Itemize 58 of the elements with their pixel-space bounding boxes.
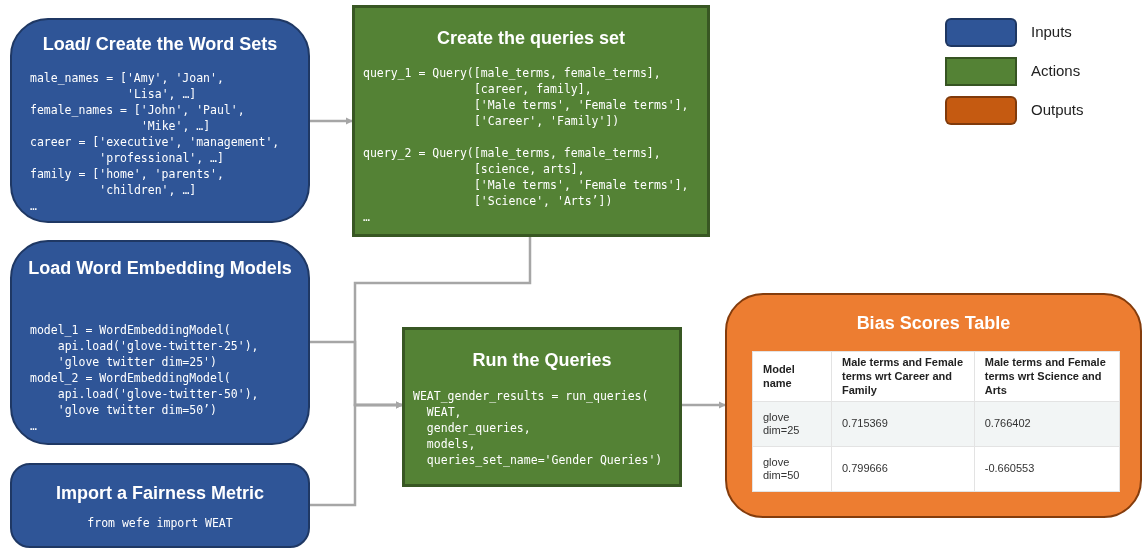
- table-cell: 0.766402: [974, 401, 1120, 447]
- table-cell: 0.799666: [831, 446, 975, 492]
- code-line: model_1 = WordEmbeddingModel(: [30, 322, 231, 338]
- box-title: Bias Scores Table: [855, 312, 1012, 335]
- code-line: family = ['home', 'parents',: [30, 166, 224, 182]
- code-line: query_1 = Query([male_terms, female_terms],: [363, 65, 661, 81]
- code-line: 'Mike', …]: [140, 118, 211, 134]
- code-line: ['Male terms', 'Female terms'],: [473, 177, 689, 193]
- code-line: from wefe import WEAT: [86, 515, 234, 531]
- code-line: …: [30, 418, 37, 434]
- arrow: [310, 401, 403, 507]
- arrow: [682, 401, 726, 409]
- code-line: 'children', …]: [99, 182, 197, 198]
- code-line: query_2 = Query([male_terms, female_terms],: [363, 145, 661, 161]
- action-box: [402, 327, 682, 487]
- code-line: api.load('glove-twitter-25'),: [57, 338, 259, 354]
- code-line: ['Male terms', 'Female terms'],: [473, 97, 689, 113]
- box-title: Import a Fairness Metric: [54, 482, 266, 505]
- code-line: female_names = ['John', 'Paul',: [30, 102, 245, 118]
- column-header: Male terms and Female terms wrt Science and Arts: [974, 351, 1120, 402]
- table-cell: glove dim=25: [752, 401, 832, 447]
- legend-label: Outputs: [1031, 101, 1084, 118]
- code-line: gender_queries,: [426, 420, 531, 436]
- code-line: ['Career', 'Family']): [473, 113, 620, 129]
- code-line: 'glove twitter dim=25'): [57, 354, 217, 370]
- code-line: …: [363, 209, 370, 225]
- code-line: career = ['executive', 'management',: [30, 134, 280, 150]
- code-line: models,: [426, 436, 476, 452]
- box-title: Create the queries set: [435, 27, 627, 50]
- box-title: Run the Queries: [471, 349, 613, 372]
- output-box: [725, 293, 1142, 518]
- code-line: 'glove twitter dim=50’): [57, 402, 217, 418]
- code-line: model_2 = WordEmbeddingModel(: [30, 370, 231, 386]
- table-cell: 0.715369: [831, 401, 975, 447]
- legend-label: Inputs: [1031, 23, 1072, 40]
- action-box: [352, 5, 710, 237]
- code-line: WEAT,: [426, 404, 462, 420]
- table-cell: glove dim=50: [752, 446, 832, 492]
- legend-label: Actions: [1031, 62, 1081, 79]
- code-line: male_names = ['Amy', 'Joan',: [30, 70, 224, 86]
- input-box: [10, 240, 310, 445]
- box-title: Load/ Create the Word Sets: [41, 33, 279, 56]
- column-header: Model name: [752, 351, 832, 402]
- code-line: [career, family],: [473, 81, 592, 97]
- code-line: [science, arts],: [473, 161, 585, 177]
- code-line: queries_set_name='Gender Queries'): [426, 452, 663, 468]
- column-header: Male terms and Female terms wrt Career and Family: [831, 351, 975, 402]
- code-line: api.load('glove-twitter-50'),: [57, 386, 259, 402]
- input-box: [10, 18, 310, 223]
- code-line: ['Science', 'Arts’]): [473, 193, 613, 209]
- table-cell: -0.660553: [974, 446, 1120, 492]
- box-title: Load Word Embedding Models: [27, 257, 293, 280]
- input-box: [10, 463, 310, 548]
- code-line: 'Lisa', …]: [127, 86, 197, 102]
- code-line: 'professional', …]: [99, 150, 224, 166]
- code-line: …: [30, 198, 37, 214]
- code-line: WEAT_gender_results = run_queries(: [413, 388, 649, 404]
- arrow: [310, 117, 353, 125]
